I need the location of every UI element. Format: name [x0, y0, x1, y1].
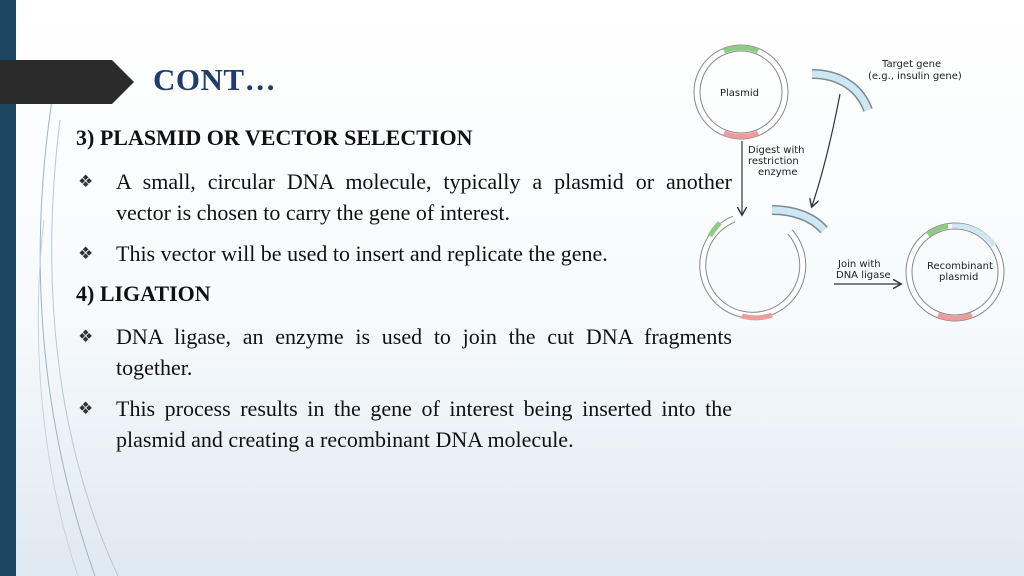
cut-plasmid-circle — [699, 215, 807, 321]
plasmid-circle — [693, 44, 789, 140]
title-arrow-shape — [0, 60, 134, 104]
list-item: ❖ This process results in the gene of in… — [76, 393, 732, 455]
list-item: ❖ DNA ligase, an enzyme is used to join … — [76, 321, 732, 383]
section-heading-plasmid-selection: 3) PLASMID OR VECTOR SELECTION — [76, 125, 473, 150]
recombinant-label-1: Recombinant — [927, 261, 993, 272]
gene-insert-arrow — [812, 93, 841, 206]
target-gene-example-label: (e.g., insulin gene) — [868, 71, 962, 82]
join-label-1: Join with — [837, 259, 881, 270]
page-title: CONT… — [153, 62, 277, 97]
left-accent-bar — [0, 0, 16, 576]
section-heading-ligation: 4) LIGATION — [76, 281, 211, 306]
list-item: ❖ A small, circular DNA molecule, typica… — [76, 166, 732, 228]
four-diamond-bullet-icon: ❖ — [78, 327, 94, 346]
four-diamond-bullet-icon: ❖ — [78, 244, 94, 263]
bullet-text: A small, circular DNA molecule, typicall… — [116, 169, 732, 225]
four-diamond-bullet-icon: ❖ — [78, 399, 94, 418]
list-item: ❖ This vector will be used to insert and… — [76, 238, 732, 269]
digest-label-3: enzyme — [758, 167, 798, 178]
digest-label-1: Digest with — [748, 145, 805, 156]
bullet-text: This vector will be used to insert and r… — [116, 241, 608, 266]
inserted-gene-fragment — [771, 206, 827, 233]
bullet-text: This process results in the gene of inte… — [116, 396, 732, 452]
recombinant-label-2: plasmid — [939, 272, 978, 283]
bullet-text: DNA ligase, an enzyme is used to join th… — [116, 324, 732, 380]
decorative-lines — [37, 99, 119, 576]
four-diamond-bullet-icon: ❖ — [78, 172, 94, 191]
recombinant-dna-diagram: Plasmid Target gene (e.g., insulin gene)… — [693, 44, 1005, 322]
target-gene-label: Target gene — [881, 59, 941, 70]
plasmid-label: Plasmid — [720, 88, 759, 99]
join-label-2: DNA ligase — [836, 270, 891, 281]
recombinant-plasmid-circle — [905, 222, 1005, 322]
digest-label-2: restriction — [748, 156, 799, 167]
